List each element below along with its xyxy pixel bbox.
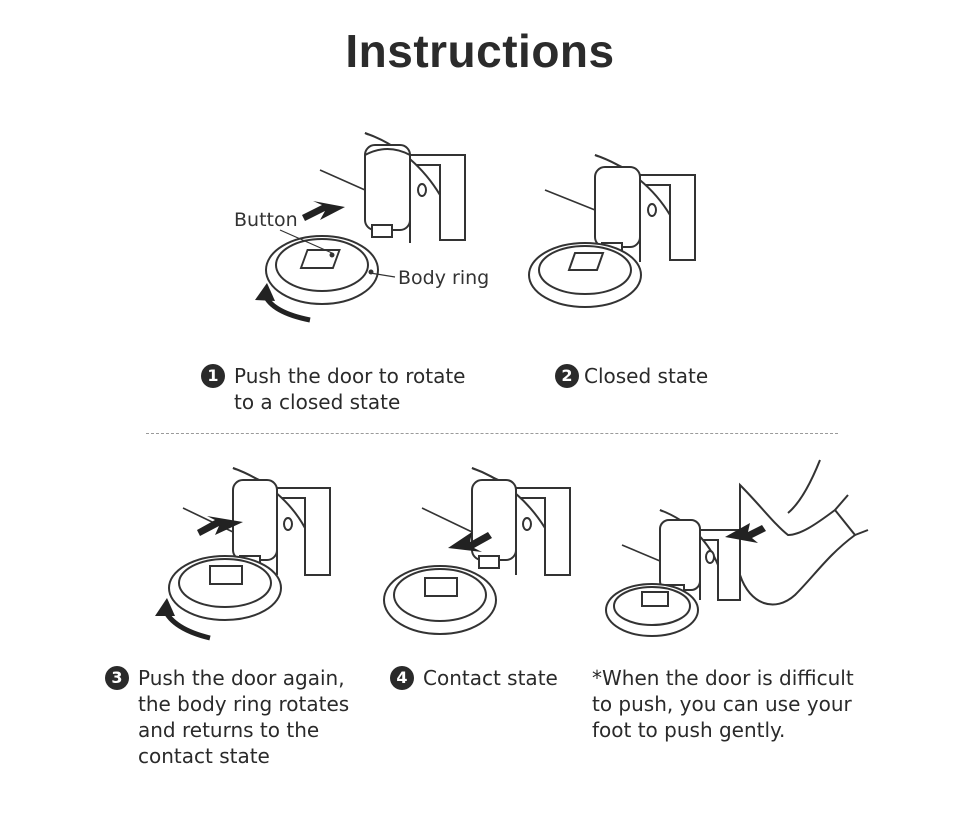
- foot-push-note: *When the door is difficult to push, you…: [592, 665, 854, 743]
- step-number-badge: 2: [555, 364, 579, 388]
- step-3: 3 Push the door again, the body ring rot…: [105, 665, 349, 769]
- illustration-step-2: [525, 150, 715, 310]
- step-number-badge: 1: [201, 364, 225, 388]
- step-1: 1 Push the door to rotate to a closed st…: [201, 363, 465, 415]
- step-number-badge: 4: [390, 666, 414, 690]
- step-4-text: Contact state: [390, 665, 558, 691]
- page-title: Instructions: [0, 24, 960, 78]
- illustration-foot-push: [600, 455, 870, 640]
- step-3-text: Push the door again, the body ring rotat…: [105, 665, 349, 769]
- body-ring-label: Body ring: [398, 267, 489, 289]
- step-1-text: Push the door to rotate to a closed stat…: [201, 363, 465, 415]
- illustration-step-3: [155, 460, 345, 645]
- button-label: Button: [234, 209, 298, 231]
- step-4: 4 Contact state: [390, 665, 558, 691]
- step-number-badge: 3: [105, 666, 129, 690]
- illustration-step-4: [380, 460, 580, 645]
- section-divider: [146, 433, 838, 434]
- step-2: 2 Closed state: [555, 363, 708, 389]
